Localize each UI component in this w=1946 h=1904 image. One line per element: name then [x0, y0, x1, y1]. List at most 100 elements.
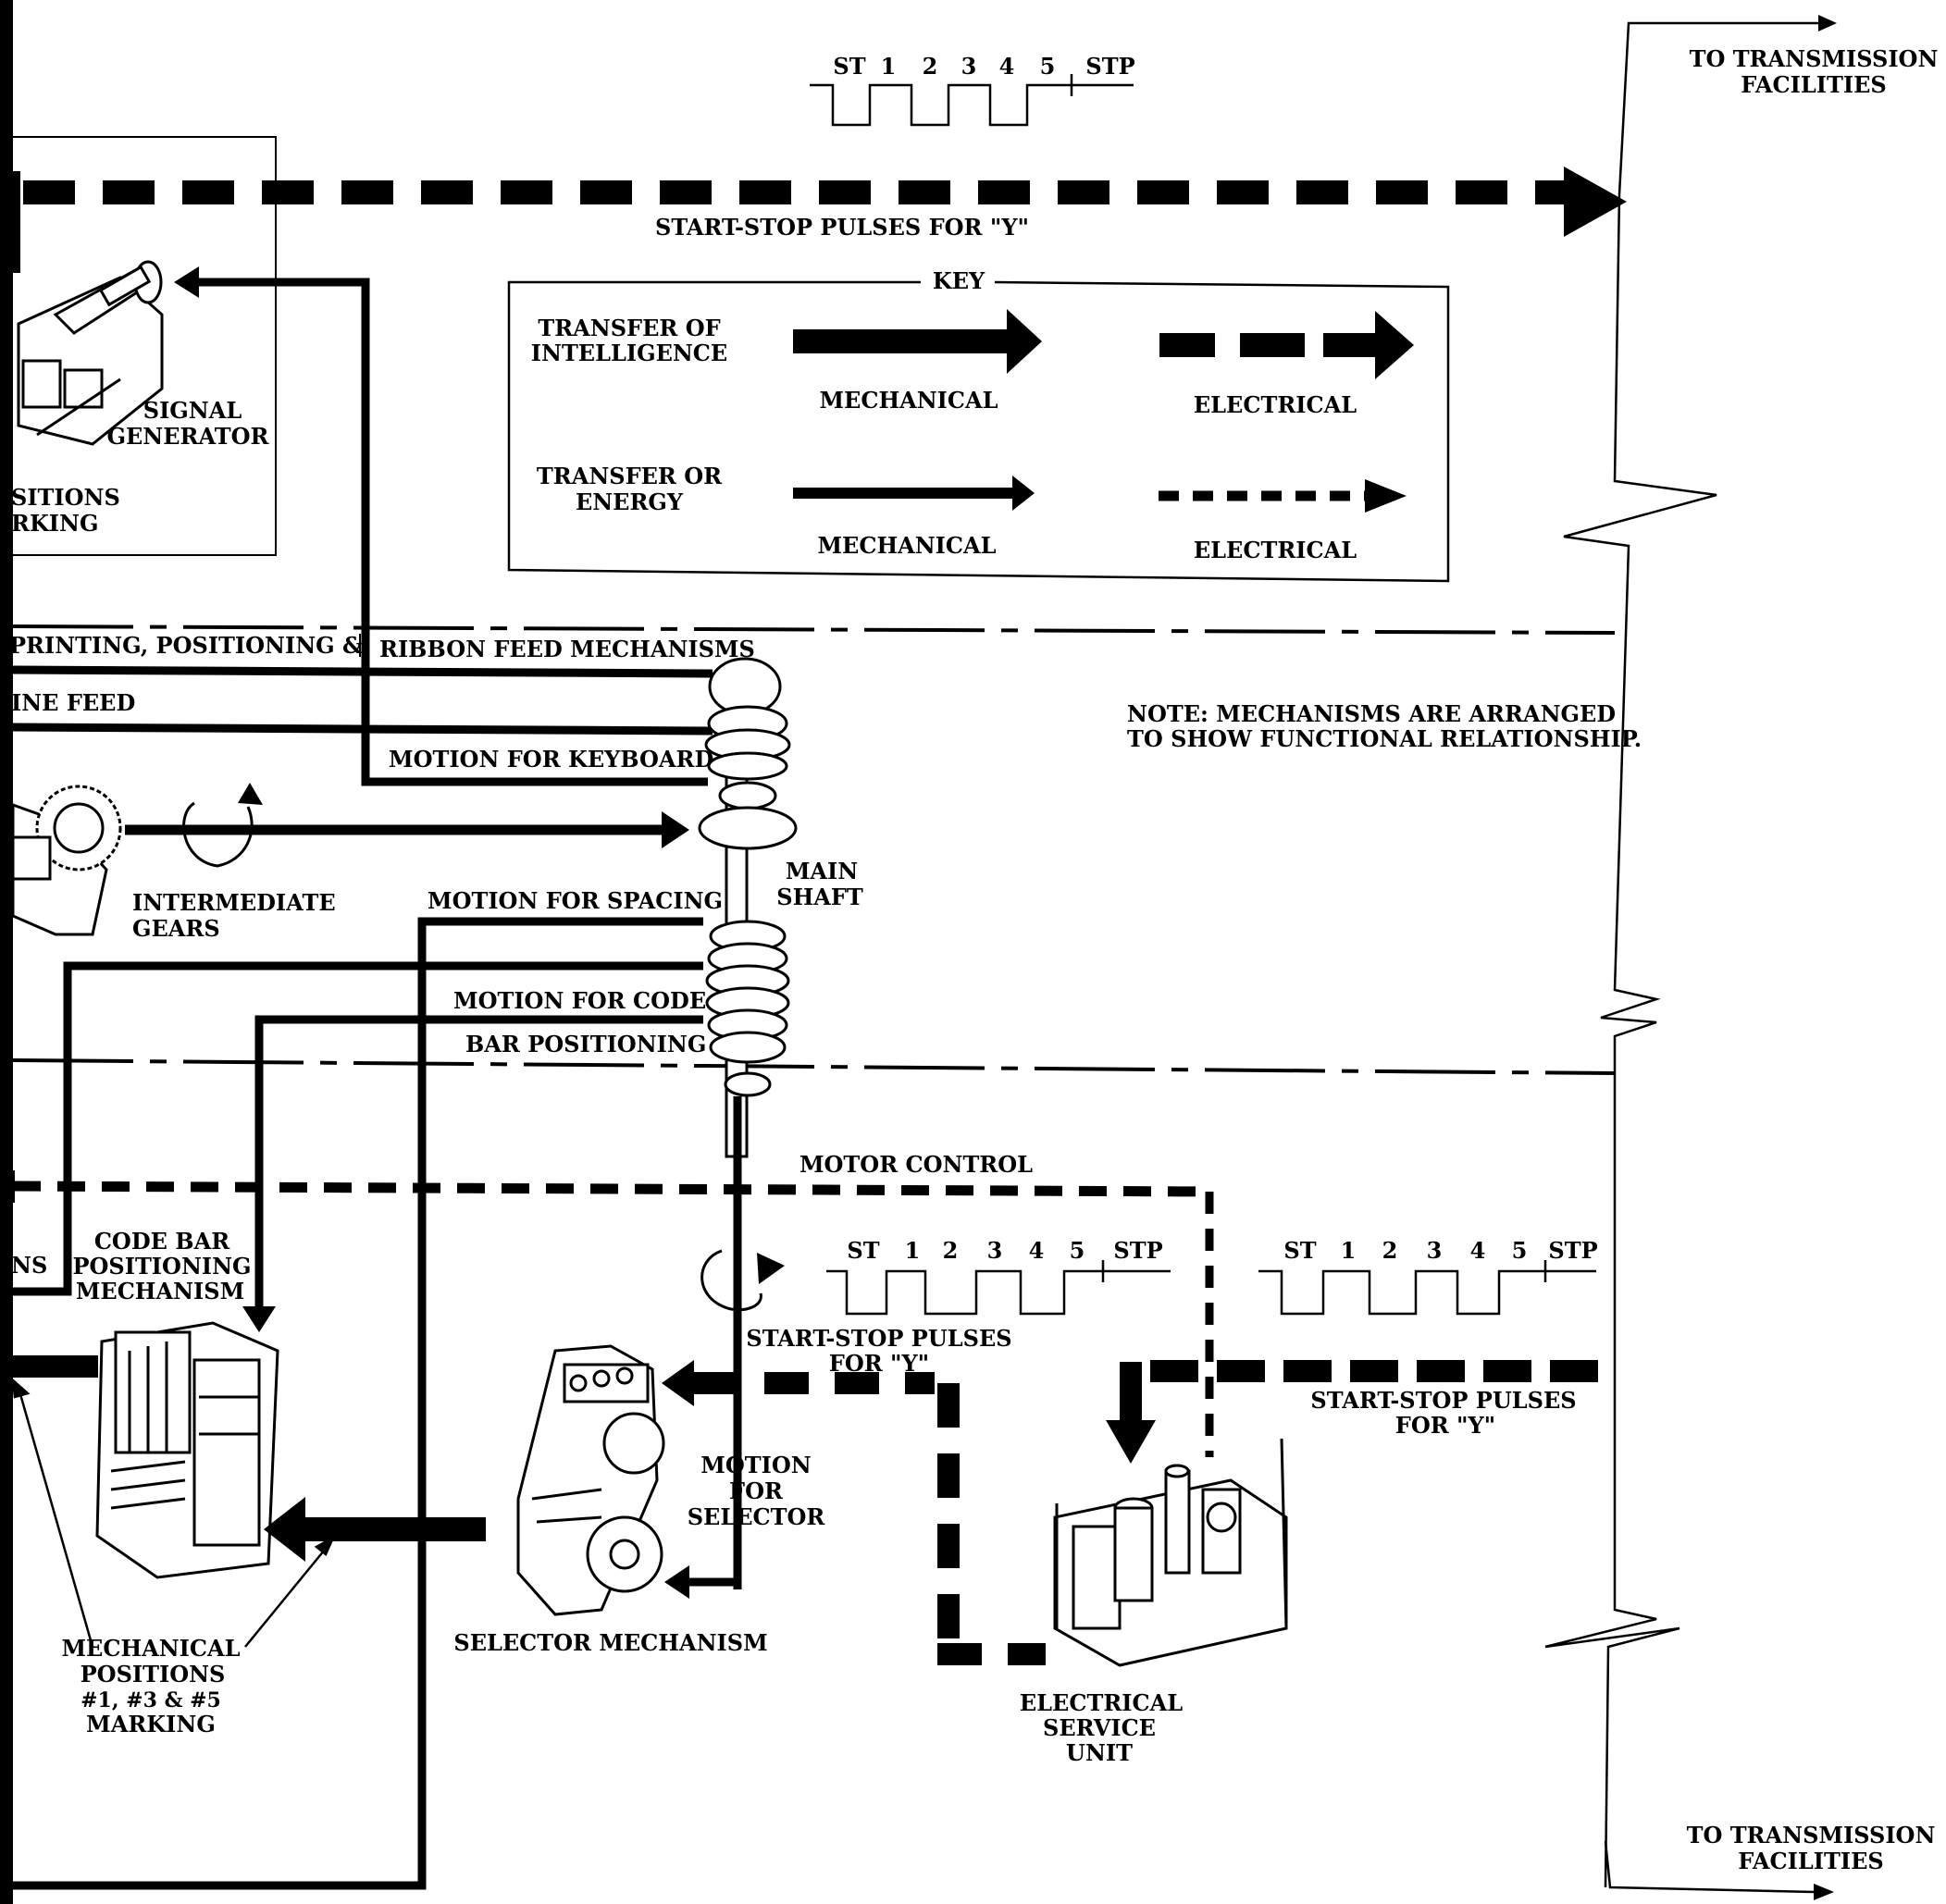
spacing-motion-line	[13, 917, 703, 1890]
esu-label-line1: ELECTRICAL	[1020, 1689, 1183, 1716]
mech-positions-line3: #1, #3 & #5	[81, 1688, 221, 1712]
motion-selector-line2: FOR	[729, 1477, 784, 1504]
signal-generator-label-line1: SIGNAL	[143, 397, 242, 424]
right-pulse-1: 1	[1341, 1237, 1357, 1264]
mech-positions-line1: MECHANICAL	[61, 1635, 240, 1662]
electrical-service-unit-illustration	[1053, 1438, 1288, 1667]
right-pulse-4: 4	[1470, 1237, 1486, 1264]
intermediate-gears-label-line2: GEARS	[132, 915, 220, 942]
key-electrical-label-1: ELECTRICAL	[1194, 391, 1357, 418]
transmission-top-line1: TO TRANSMISSION	[1690, 45, 1939, 72]
pointer-lines	[11, 1377, 336, 1648]
ribbon-feed-label: RIBBON FEED MECHANISMS	[379, 636, 755, 662]
key-intelligence-line1: TRANSFER OF	[538, 315, 720, 341]
selector-mechanism-label: SELECTOR MECHANISM	[453, 1629, 767, 1656]
upper-section-divider	[12, 624, 1616, 635]
motion-spacing-label: MOTION FOR SPACING	[428, 887, 723, 914]
motion-selector-line3: SELECTOR	[688, 1503, 826, 1530]
key-intelligence-line2: INTELLIGENCE	[531, 340, 727, 366]
mid-pulse-5: 5	[1070, 1237, 1085, 1264]
signal-generator-label-line2: GENERATOR	[107, 423, 270, 450]
intermediate-gears-label-line1: INTERMEDIATE	[132, 889, 336, 916]
top-electrical-arrowhead	[1564, 167, 1627, 237]
motor-control-label: MOTOR CONTROL	[799, 1151, 1033, 1178]
mid-pulse-3: 3	[987, 1237, 1003, 1264]
intermediate-gear-arrowhead	[662, 811, 689, 848]
motor-control-dashed-line	[12, 1181, 1213, 1197]
main-shaft-label-line1: MAIN	[786, 858, 858, 884]
note-line1: NOTE: MECHANISMS ARE ARRANGED	[1127, 700, 1616, 727]
printing-mechanism-line	[12, 665, 713, 678]
mid-pulse-2: 2	[943, 1237, 959, 1264]
key-electrical-energy-arrow	[1159, 479, 1407, 513]
mid-pulse-caption-line1: START-STOP PULSES	[746, 1325, 1011, 1352]
key-mechanical-energy-arrow	[793, 476, 1035, 511]
right-pulse-stp: STP	[1548, 1237, 1597, 1264]
code-bar-motion-line	[254, 1015, 703, 1309]
key-energy-line2: ENERGY	[576, 488, 684, 515]
key-electrical-label-2: ELECTRICAL	[1194, 537, 1357, 563]
note-line2: TO SHOW FUNCTIONAL RELATIONSHIP.	[1127, 725, 1642, 752]
mid-pulse-1: 1	[905, 1237, 921, 1264]
top-pulse-stp: STP	[1085, 53, 1134, 80]
top-transmission-arrow	[1618, 15, 1837, 195]
code-bar-input-bar	[13, 1355, 98, 1378]
right-pulse-waveform	[1258, 1260, 1596, 1316]
mid-pulse-stp: STP	[1113, 1237, 1162, 1264]
bottom-transmission-arrow	[1604, 1840, 1834, 1900]
code-bar-label-line3: MECHANISM	[76, 1278, 244, 1304]
mid-pulse-4: 4	[1029, 1237, 1045, 1264]
key-energy-line1: TRANSFER OR	[537, 463, 723, 489]
right-pulse-st: ST	[1283, 1237, 1316, 1264]
right-pulse-caption-line1: START-STOP PULSES	[1310, 1387, 1576, 1414]
printing-positioning-label: PRINTING, POSITIONING &	[9, 632, 363, 659]
key-mechanical-label-1: MECHANICAL	[819, 387, 998, 414]
motion-selector-arrowhead	[664, 1565, 689, 1599]
code-bar-positioning-illustration	[95, 1321, 279, 1579]
outer-left-motion-line	[13, 961, 703, 1296]
right-pulse-caption-line2: FOR "Y"	[1395, 1412, 1495, 1439]
main-shaft-illustration	[698, 657, 798, 1158]
top-pulse-caption: START-STOP PULSES FOR "Y"	[655, 214, 1029, 241]
key-mechanical-label-2: MECHANICAL	[817, 532, 996, 559]
mech-positions-line2: POSITIONS	[81, 1661, 226, 1688]
transmission-top-line2: FACILITIES	[1741, 71, 1886, 98]
ns-label: NS	[11, 1252, 47, 1279]
transmission-bottom-line1: TO TRANSMISSION	[1687, 1822, 1936, 1848]
signal-generator-frame	[13, 136, 277, 556]
transmission-bottom-line2: FACILITIES	[1738, 1848, 1883, 1874]
service-unit-electrical-input-arrow	[1106, 1360, 1598, 1464]
rotation-arrow-icon-upper	[182, 783, 263, 868]
key-legend: KEY TRANSFER OF INTELLIGENCE TRANSFER OR…	[507, 267, 1450, 583]
right-boundary-line	[1544, 193, 1717, 1888]
selector-electrical-input-arrow	[662, 1360, 1046, 1665]
mech-positions-line4: MARKING	[86, 1711, 216, 1737]
signal-generator-arrowhead	[174, 266, 199, 298]
left-edge-block	[0, 171, 20, 273]
code-bar-label-line1: CODE BAR	[94, 1228, 230, 1255]
top-pulse-4: 4	[999, 53, 1015, 80]
keyboard-motion-line	[197, 278, 708, 786]
positions-marking-label-line1: SITIONS	[11, 484, 120, 511]
right-pulse-3: 3	[1427, 1237, 1443, 1264]
esu-label-line3: UNIT	[1066, 1739, 1133, 1766]
top-pulse-1: 1	[881, 53, 897, 80]
top-pulse-waveform	[810, 74, 1134, 127]
top-pulse-5: 5	[1040, 53, 1056, 80]
motion-selector-line	[689, 1536, 742, 1587]
top-pulse-st: ST	[833, 53, 865, 80]
middle-pulse-waveform	[826, 1260, 1171, 1316]
top-pulse-3: 3	[961, 53, 977, 80]
key-electrical-intelligence-arrow	[1159, 311, 1414, 379]
intermediate-gears-illustration	[11, 785, 122, 936]
rotation-arrow-icon-lower	[700, 1249, 785, 1312]
mid-pulse-st: ST	[847, 1237, 879, 1264]
left-edge-bar	[0, 0, 13, 1904]
motion-code-label: MOTION FOR CODE	[453, 987, 706, 1014]
line-feed-line	[12, 723, 713, 736]
motion-selector-line1: MOTION	[700, 1452, 811, 1478]
lower-section-divider	[12, 1058, 1616, 1075]
code-bar-label-line2: POSITIONING	[72, 1253, 251, 1280]
key-title: KEY	[933, 267, 985, 294]
right-pulse-5: 5	[1512, 1237, 1528, 1264]
